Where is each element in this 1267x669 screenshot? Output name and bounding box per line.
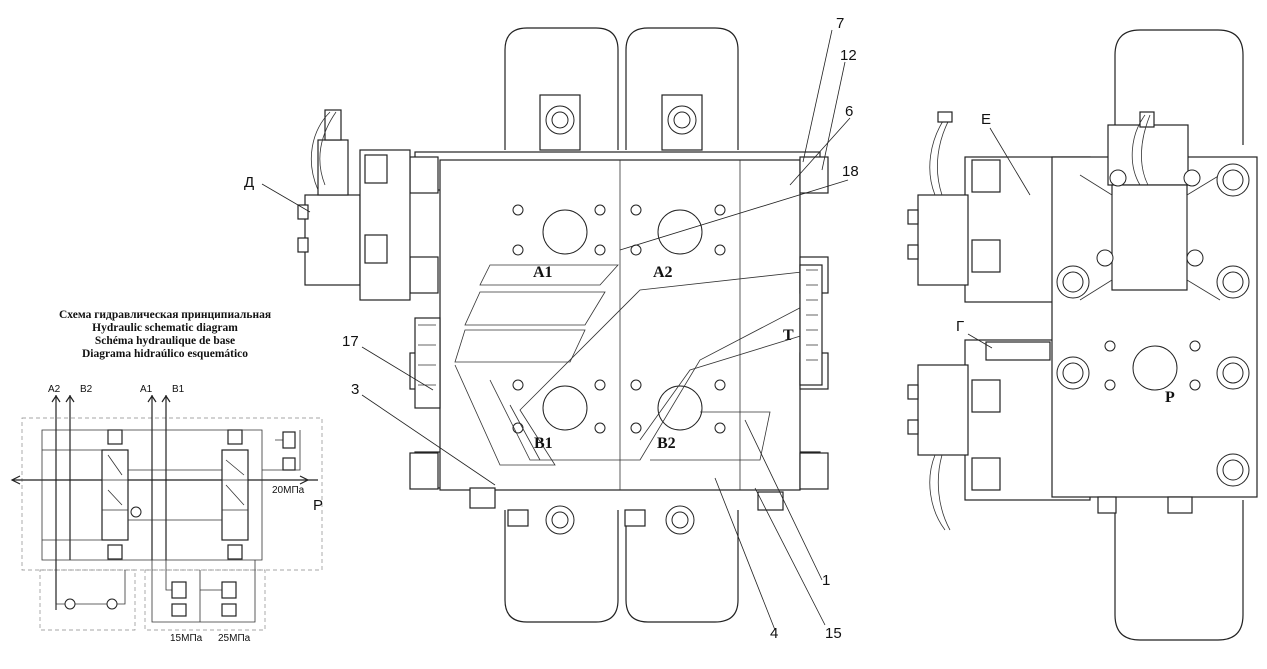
front-port-b2: B2 [657, 435, 676, 452]
label-d: Д [244, 174, 254, 191]
callout-3: 3 [351, 381, 359, 398]
schematic-boundary [21, 417, 323, 571]
front-port-t: T [783, 327, 794, 344]
spool-valve-1 [101, 449, 129, 541]
schematic-title: Схема гидравлическая принципиальная Hydr… [20, 309, 310, 361]
port-label-a1: A1 [140, 384, 153, 395]
front-port-b1: B1 [534, 435, 553, 452]
top-actuator-right [625, 27, 739, 150]
callout-6: 6 [845, 103, 853, 120]
solenoid-3 [227, 429, 243, 445]
side-actuator-top [1114, 29, 1244, 145]
relief-valve-boundary [144, 569, 266, 631]
left-solenoid-body [304, 194, 361, 286]
callout-4: 4 [770, 625, 778, 642]
solenoid-4 [227, 544, 243, 560]
title-line-ru: Схема гидравлическая принципиальная [58, 309, 272, 321]
side-actuator-bottom [1114, 500, 1244, 641]
port-a1-circle [542, 209, 588, 255]
pressure-main: 20МПа [272, 485, 305, 496]
callout-7: 7 [836, 15, 844, 32]
side-port-p-circle [1132, 345, 1178, 391]
callout-17: 17 [342, 333, 359, 350]
front-port-a1: A1 [533, 264, 553, 281]
port-relief-2b [221, 603, 237, 617]
side-label-e: Е [981, 111, 991, 128]
port-label-b2: B2 [80, 384, 93, 395]
port-relief-1 [171, 581, 187, 599]
bottom-actuator-right [625, 510, 739, 623]
callout-1: 1 [822, 572, 830, 589]
pressure-relief-2: 25МПа [218, 633, 251, 644]
side-port-p: P [1165, 389, 1175, 406]
title-line-fr: Schéma hydraulique de base [94, 335, 236, 347]
front-port-a2: A2 [653, 264, 673, 281]
port-relief-2 [221, 581, 237, 599]
solenoid-1 [107, 429, 123, 445]
callout-15: 15 [825, 625, 842, 642]
check-valve-inline [130, 506, 142, 518]
side-view: Е Г P [907, 29, 1258, 641]
main-relief-valve [282, 431, 296, 449]
main-relief-valve-2 [282, 457, 296, 471]
title-line-en: Hydraulic schematic diagram [92, 322, 238, 334]
port-a2-circle [657, 209, 703, 255]
solenoid-2 [107, 544, 123, 560]
bolt-holes [512, 204, 726, 434]
port-label-b1: B1 [172, 384, 185, 395]
check-valve-b [106, 598, 118, 610]
check-valve-boundary [39, 569, 136, 631]
pressure-port-label: P [313, 497, 323, 514]
port-relief-1b [171, 603, 187, 617]
port-b2-circle [657, 385, 703, 431]
title-line-es: Diagrama hidraúlico esquemático [81, 348, 249, 360]
check-valve-a [64, 598, 76, 610]
hydraulic-schematic: A2 B2 A1 B1 P 20МПа 15МПа 25МПа [10, 384, 323, 644]
callout-18: 18 [842, 163, 859, 180]
callout-12: 12 [840, 47, 857, 64]
bottom-actuator-left [504, 510, 619, 623]
port-b1-circle [542, 385, 588, 431]
side-hex-nuts [1056, 163, 1250, 487]
front-view: A1 A2 B1 B2 T 7 12 6 18 17 3 1 4 15 Д [244, 15, 859, 642]
side-solenoid-body [1111, 184, 1188, 291]
pressure-relief-1: 15МПа [170, 633, 203, 644]
top-actuator-left [504, 27, 619, 150]
side-label-g: Г [956, 318, 964, 335]
port-label-a2: A2 [48, 384, 61, 395]
